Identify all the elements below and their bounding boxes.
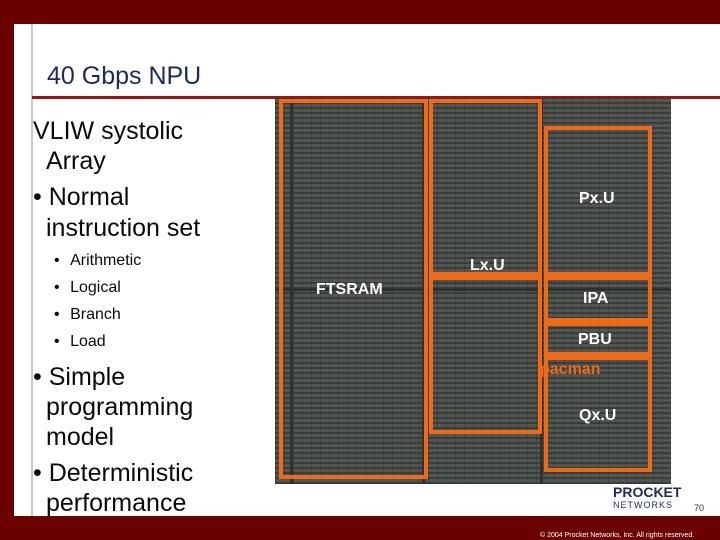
pacman-label: pacman bbox=[540, 361, 601, 378]
bullet-dot: • bbox=[33, 183, 42, 211]
chip-stripe bbox=[290, 98, 293, 484]
ftsram-block-outline bbox=[279, 99, 428, 479]
sub-bullet-text: Logical bbox=[70, 279, 121, 296]
lxu-block-outline bbox=[429, 99, 542, 276]
left-border-rule bbox=[31, 24, 33, 516]
pxu-block-outline bbox=[544, 126, 652, 276]
sub-bullet-text: Arithmetic bbox=[70, 252, 142, 269]
ipa-label: IPA bbox=[583, 290, 609, 307]
sub-bullet-load: • Load bbox=[54, 333, 106, 351]
chip-stripe bbox=[422, 98, 425, 484]
bullet-normal-line2: instruction set bbox=[46, 214, 201, 242]
bullet-vliw-line2: Array bbox=[46, 147, 106, 175]
sub-bullet-dot: • bbox=[54, 252, 60, 269]
page-number: 70 bbox=[694, 503, 705, 513]
bullet-deterministic: • Deterministic bbox=[33, 458, 193, 488]
chip-stripe bbox=[275, 288, 671, 291]
slide-title: 40 Gbps NPU bbox=[47, 62, 202, 90]
bullet-simple-line3: model bbox=[46, 423, 115, 451]
bullet-simple-line1: Simple bbox=[48, 363, 126, 391]
pacman-block-outline bbox=[429, 276, 542, 434]
bullet-normal: • Normal bbox=[33, 182, 129, 212]
copyright-notice: © 2004 Procket Networks, Inc. All rights… bbox=[540, 532, 695, 539]
bullet-normal-line1: Normal bbox=[48, 183, 130, 211]
sub-bullet-dot: • bbox=[54, 306, 60, 323]
sub-bullet-logical: • Logical bbox=[54, 279, 121, 297]
qxu-block-outline bbox=[544, 356, 652, 472]
chip-texture bbox=[275, 98, 671, 484]
lxu-label: Lx.U bbox=[470, 257, 505, 274]
bullet-dot: • bbox=[33, 459, 42, 487]
bullet-simple: • Simple bbox=[33, 362, 125, 392]
bullet-vliw-line1: VLIW systolic bbox=[33, 117, 184, 145]
qxu-label: Qx.U bbox=[579, 407, 617, 424]
sub-bullet-arithmetic: • Arithmetic bbox=[54, 252, 141, 270]
bullet-det-line2: performance bbox=[46, 489, 187, 517]
sub-bullet-dot: • bbox=[54, 333, 60, 350]
procket-logo-bottom: NETWORKS bbox=[613, 500, 674, 510]
ftsram-label: FTSRAM bbox=[316, 281, 383, 298]
pbu-label: PBU bbox=[578, 331, 612, 348]
title-underline bbox=[32, 96, 720, 99]
sub-bullet-dot: • bbox=[54, 279, 60, 296]
chip-die-photo bbox=[275, 98, 671, 484]
sub-bullet-text: Load bbox=[70, 333, 106, 350]
procket-logo-top: PROCKET bbox=[613, 484, 682, 500]
sub-bullet-text: Branch bbox=[70, 306, 121, 323]
pxu-label: Px.U bbox=[579, 190, 615, 207]
bullet-dot: • bbox=[33, 363, 42, 391]
sub-bullet-branch: • Branch bbox=[54, 306, 121, 324]
pbu-block-outline bbox=[544, 322, 652, 356]
bullet-simple-line2: programming bbox=[46, 393, 194, 421]
ipa-block-outline bbox=[544, 276, 652, 322]
bullet-det-line1: Deterministic bbox=[48, 459, 194, 487]
